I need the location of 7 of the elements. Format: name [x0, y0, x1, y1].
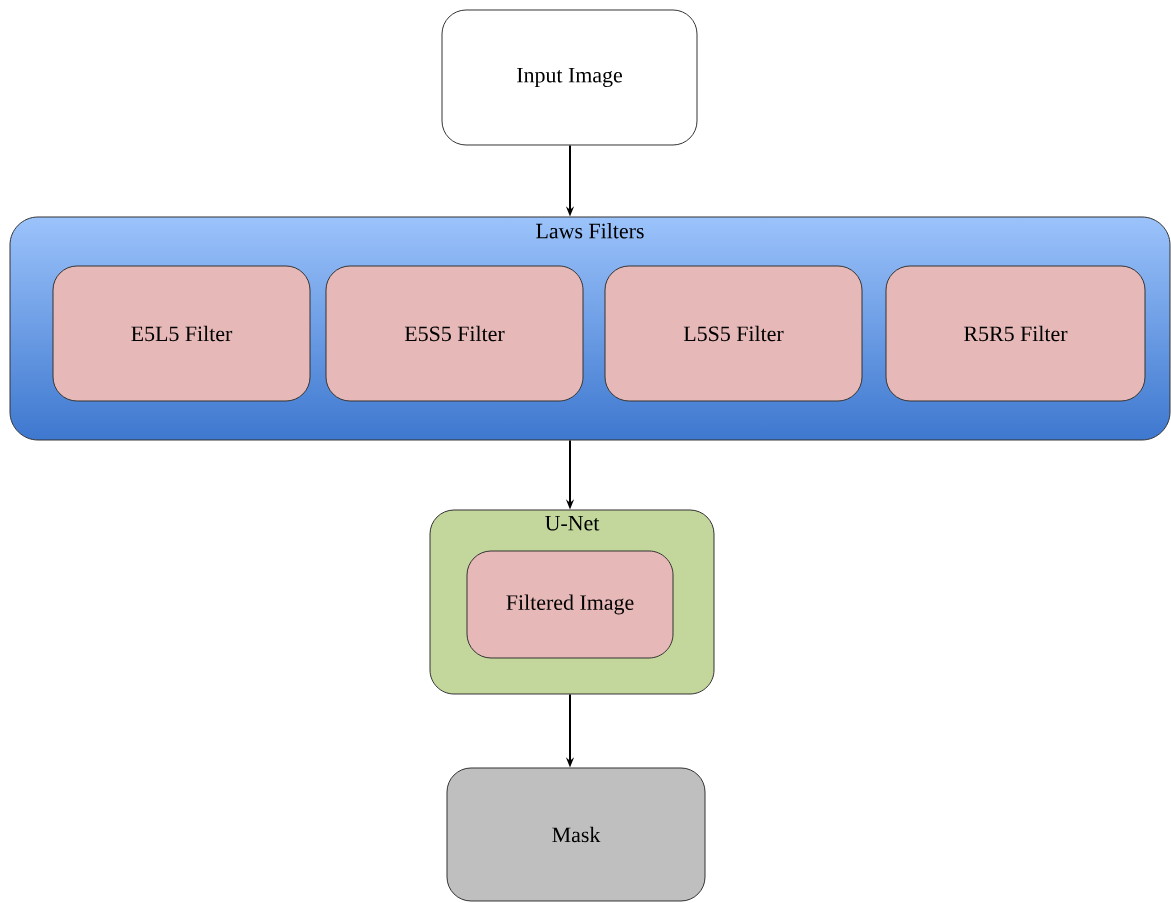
process-box: Input Image [441, 9, 698, 146]
filter-box: E5L5 Filter [52, 265, 311, 402]
process-box: Mask [446, 767, 706, 902]
process-box: Filtered Image [466, 550, 674, 659]
filter-box: L5S5 Filter [604, 265, 863, 402]
filter-box: R5R5 Filter [885, 265, 1146, 402]
filter-box: E5S5 Filter [325, 265, 584, 402]
